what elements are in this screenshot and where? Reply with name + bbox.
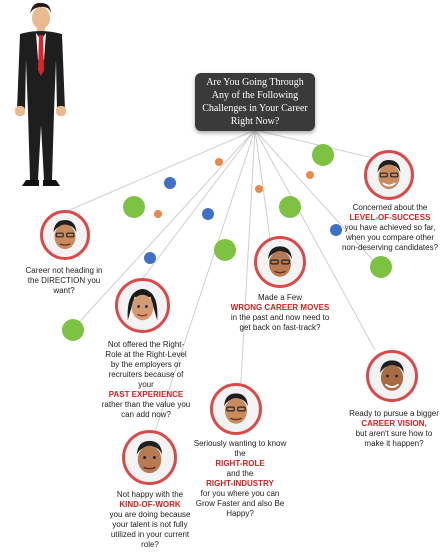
avatar-7	[122, 430, 177, 485]
caption-text: you are doing because your talent is not…	[109, 510, 191, 549]
caption-keyword: WRONG CAREER MOVES	[230, 303, 330, 312]
caption-text: want?	[53, 286, 75, 295]
caption-text: for you where you can Grow Faster and al…	[195, 489, 285, 518]
orange-dot	[306, 171, 314, 179]
caption-text: Seriously wanting to know the	[193, 439, 287, 458]
blue-dot	[164, 177, 176, 189]
caption-text: Not happy with the	[116, 490, 184, 499]
caption-keyword-line: the DIRECTION you	[27, 276, 101, 285]
blue-dot	[202, 208, 214, 220]
green-dot	[123, 196, 145, 218]
challenge-caption-wrong-moves: Made a Few WRONG CAREER MOVES in the pas…	[225, 293, 335, 333]
challenge-caption-direction: Career not heading in the DIRECTION you …	[18, 266, 110, 296]
caption-text: Not offered the Right-Role at the Right-…	[105, 340, 187, 389]
central-question: Are You Going Through Any of the Followi…	[202, 77, 308, 127]
avatar-5	[210, 383, 262, 435]
avatar-3	[254, 236, 306, 288]
caption-text: Ready to pursue a bigger	[349, 409, 439, 418]
caption-text: Concerned about the	[352, 203, 428, 212]
blue-dot	[144, 252, 156, 264]
green-dot	[312, 144, 334, 166]
challenge-caption-career-vision: Ready to pursue a bigger CAREER VISION, …	[348, 409, 440, 449]
caption-text: Career not heading in	[25, 266, 103, 275]
green-dot	[62, 319, 84, 341]
caption-text: Made a Few	[257, 293, 303, 302]
blue-dot	[330, 224, 342, 236]
challenge-caption-level-of-success: Concerned about the LEVEL-OF-SUCCESS you…	[338, 203, 442, 253]
caption-text: you have achieved so far, when you compa…	[341, 223, 439, 252]
orange-dot	[255, 185, 263, 193]
caption-keyword: LEVEL-OF-SUCCESS	[349, 213, 431, 222]
caption-text: in the past and now need to get back on …	[230, 313, 330, 332]
caption-text: and the	[226, 469, 254, 478]
challenge-caption-right-role: Seriously wanting to know the RIGHT-ROLE…	[190, 439, 290, 519]
challenge-caption-kind-of-work: Not happy with the KIND-OF-WORK you are …	[104, 490, 196, 550]
green-dot	[279, 196, 301, 218]
caption-keyword: RIGHT-ROLE	[215, 459, 265, 468]
caption-keyword: PAST EXPERIENCE	[108, 390, 184, 399]
orange-dot	[154, 210, 162, 218]
central-question-box: Are You Going Through Any of the Followi…	[195, 73, 315, 131]
avatar-6	[366, 350, 418, 402]
green-dot	[214, 239, 236, 261]
green-dot	[370, 256, 392, 278]
avatar-4	[364, 150, 414, 200]
caption-keyword: KIND-OF-WORK	[119, 500, 181, 509]
caption-text: but aren't sure how to make it happen?	[355, 429, 433, 448]
orange-dot	[215, 158, 223, 166]
caption-keyword: RIGHT-INDUSTRY	[206, 479, 274, 488]
avatar-1	[40, 210, 90, 260]
decorative-dots	[62, 144, 392, 341]
avatar-2	[115, 278, 170, 333]
caption-keyword: CAREER VISION,	[361, 419, 427, 428]
businessman-illustration	[15, 2, 66, 186]
caption-text: rather than the value you can add now?	[101, 400, 191, 419]
challenge-caption-past-experience: Not offered the Right-Role at the Right-…	[100, 340, 192, 420]
